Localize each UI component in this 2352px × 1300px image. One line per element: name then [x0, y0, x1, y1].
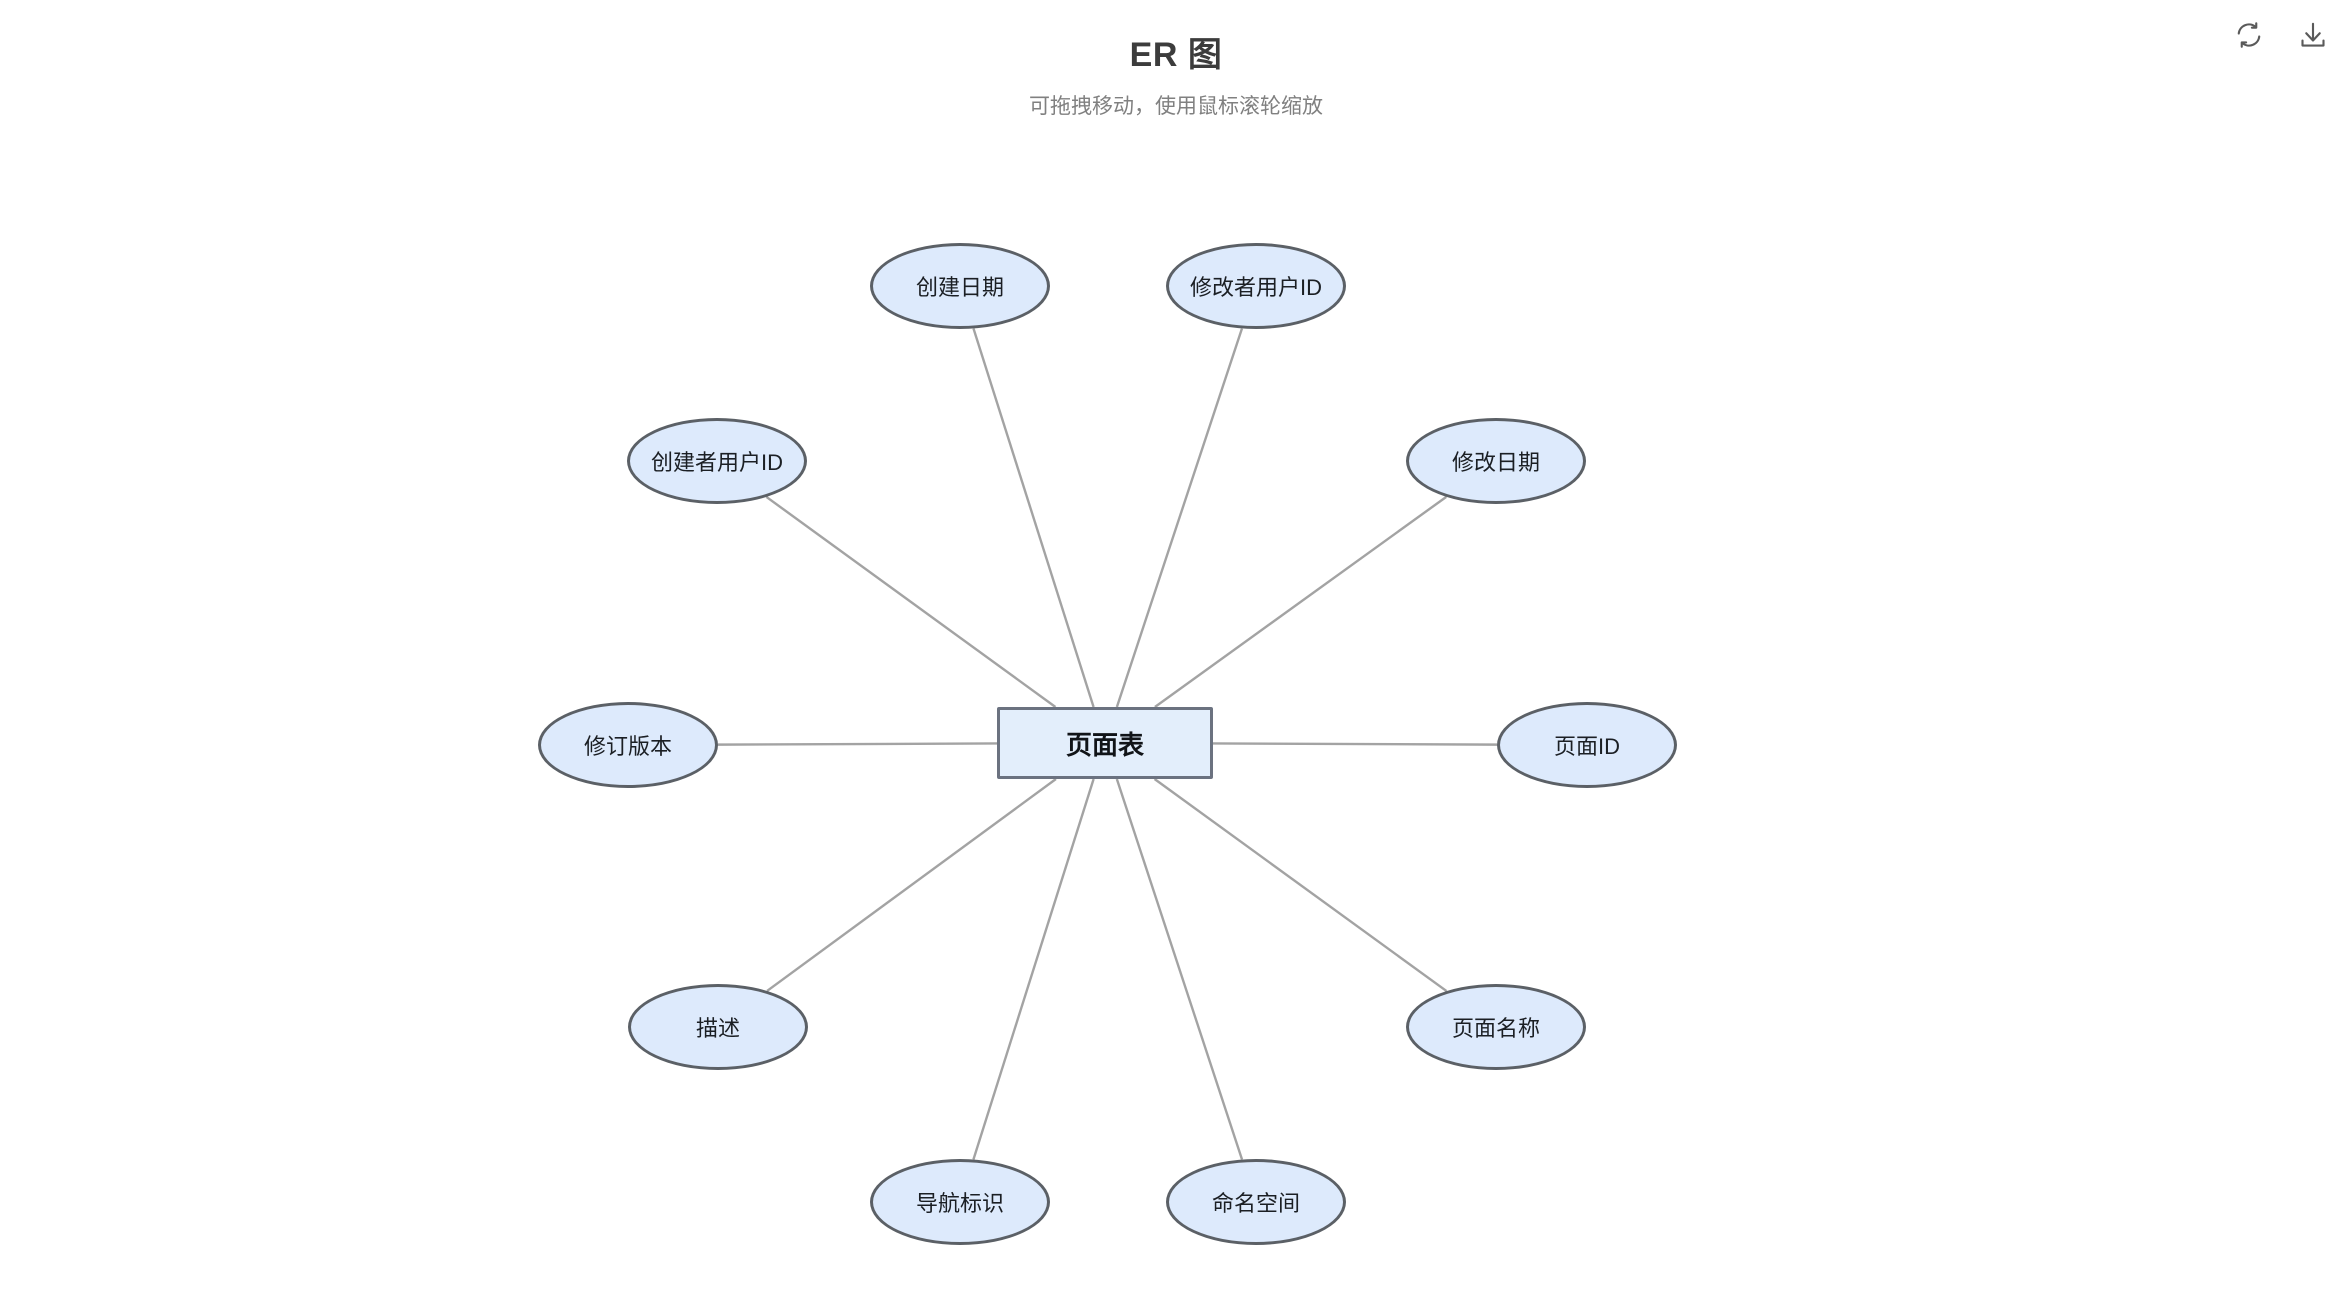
edge-entity-to-attribute — [1153, 778, 1448, 993]
edge-entity-to-attribute — [765, 495, 1057, 708]
attribute-node-label: 修订版本 — [583, 734, 672, 759]
edge-entity-to-attribute — [1154, 495, 1448, 708]
attribute-node-label: 导航标识 — [915, 1191, 1004, 1216]
refresh-icon — [2234, 20, 2264, 50]
attribute-node[interactable]: 修订版本 — [538, 702, 718, 788]
attribute-node-label: 描述 — [695, 1016, 740, 1041]
attribute-node-label: 创建者用户ID — [650, 450, 783, 475]
attribute-node[interactable]: 创建者用户ID — [627, 418, 807, 504]
attribute-node[interactable]: 创建日期 — [870, 243, 1050, 329]
edge-entity-to-attribute — [717, 742, 998, 746]
attribute-node-label: 创建日期 — [915, 275, 1004, 300]
attribute-node-label: 修改日期 — [1451, 450, 1540, 475]
attribute-node[interactable]: 导航标识 — [870, 1159, 1050, 1245]
attribute-node-label: 页面名称 — [1451, 1016, 1540, 1041]
refresh-button[interactable] — [2228, 14, 2270, 56]
attribute-node[interactable]: 页面ID — [1497, 702, 1677, 788]
attribute-node[interactable]: 命名空间 — [1166, 1159, 1346, 1245]
edge-entity-to-attribute — [1115, 328, 1244, 708]
download-button[interactable] — [2292, 14, 2334, 56]
entity-node-label: 页面表 — [1065, 729, 1144, 760]
attribute-node[interactable]: 修改者用户ID — [1166, 243, 1346, 329]
edge-entity-to-attribute — [1212, 742, 1498, 746]
edge-entity-to-attribute — [972, 778, 1095, 1160]
download-icon — [2298, 20, 2328, 50]
attribute-node[interactable]: 页面名称 — [1406, 984, 1586, 1070]
attribute-node-label: 命名空间 — [1211, 1191, 1300, 1216]
entity-node-page-table[interactable]: 页面表 — [997, 707, 1213, 779]
attribute-node[interactable]: 修改日期 — [1406, 418, 1586, 504]
toolbar — [2228, 14, 2334, 56]
edge-entity-to-attribute — [1115, 778, 1244, 1160]
edge-entity-to-attribute — [766, 778, 1057, 992]
attribute-node-label: 修改者用户ID — [1189, 275, 1322, 300]
edge-entity-to-attribute — [972, 328, 1095, 708]
attribute-node-label: 页面ID — [1553, 734, 1620, 759]
attribute-node[interactable]: 描述 — [628, 984, 808, 1070]
